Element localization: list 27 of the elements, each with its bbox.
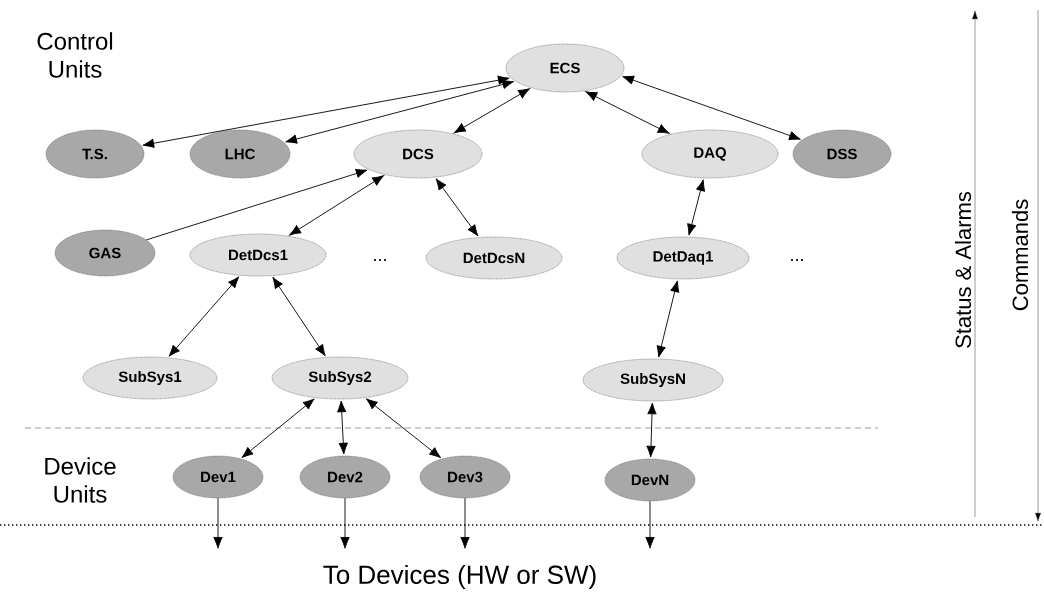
arrow xyxy=(241,398,315,458)
arrow xyxy=(142,75,510,148)
arrow xyxy=(340,497,350,549)
arrow xyxy=(289,175,384,236)
arrow xyxy=(585,91,670,134)
arrow xyxy=(645,500,655,549)
axis-label: Status & Alarms xyxy=(954,191,972,348)
unit-group-label: Control Units xyxy=(37,32,113,78)
unit-group-label: Device Units xyxy=(45,457,116,503)
arrow xyxy=(365,398,441,459)
arrow xyxy=(453,88,530,134)
arrow xyxy=(460,497,470,549)
arrow xyxy=(168,276,240,357)
arrow xyxy=(622,75,801,141)
axis-label: Commands xyxy=(1011,199,1029,311)
ellipsis: ... xyxy=(791,259,803,261)
arrow xyxy=(285,79,514,144)
arrow xyxy=(272,276,326,357)
caption-text: To Devices (HW or SW) xyxy=(323,564,596,590)
arrow xyxy=(687,179,706,236)
arrow xyxy=(435,178,479,237)
arrow xyxy=(656,280,680,358)
arrow xyxy=(146,168,368,241)
ellipsis: ... xyxy=(374,259,386,261)
arrow xyxy=(646,402,657,458)
arrow xyxy=(213,497,223,549)
arrow xyxy=(337,400,348,455)
